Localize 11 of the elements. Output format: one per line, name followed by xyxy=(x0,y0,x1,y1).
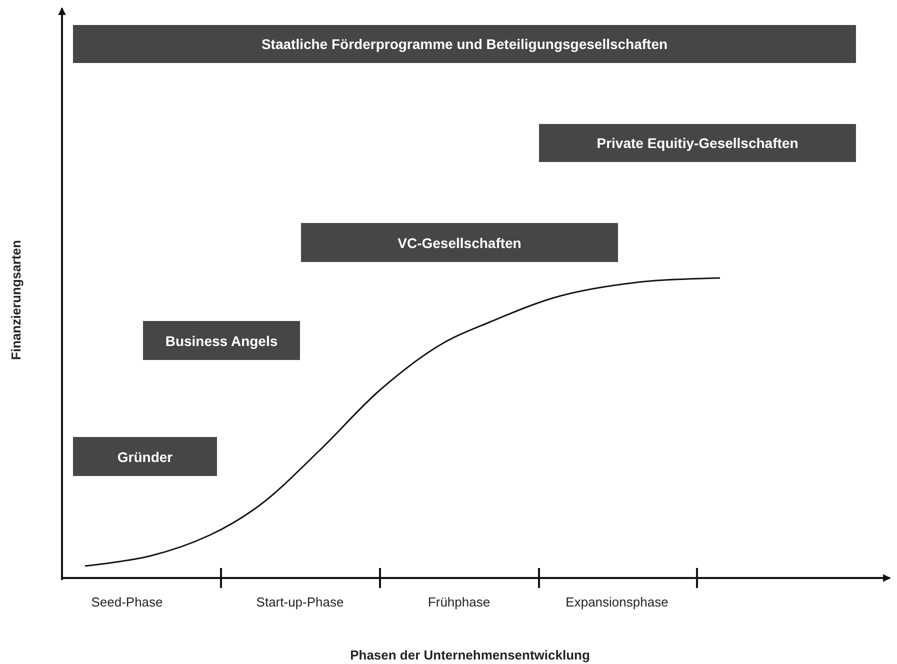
axis-title: Phasen der Unternehmensentwicklung xyxy=(350,648,590,662)
funding-bar: Business Angels xyxy=(143,321,300,360)
funding-bar: Private Equitiy-Gesellschaften xyxy=(539,124,856,162)
phase-label: Expansionsphase xyxy=(566,594,668,610)
phase-label: Seed-Phase xyxy=(91,594,163,610)
phase-label: Frühphase xyxy=(428,594,490,610)
funding-bar: Gründer xyxy=(73,437,217,476)
funding-bar: VC-Gesellschaften xyxy=(301,223,618,262)
phase-label: Start-up-Phase xyxy=(256,594,344,610)
funding-bar: Staatliche Förderprogramme und Beteiligungsgesellschaften xyxy=(73,25,856,63)
axis-title: Finanzierungsarten xyxy=(8,240,24,360)
